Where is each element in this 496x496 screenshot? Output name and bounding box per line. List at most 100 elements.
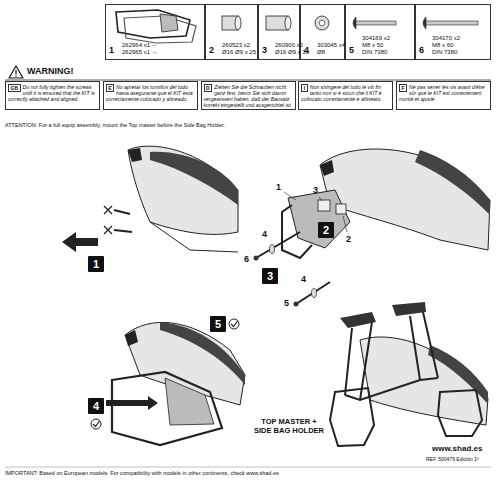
spacer-end	[235, 16, 241, 30]
part-code: 304170 x2	[432, 35, 488, 42]
seat	[150, 152, 238, 205]
step-box: 3	[262, 268, 278, 284]
step-box: 2	[318, 222, 334, 238]
spacer-end	[285, 16, 291, 30]
warning-panel: WARNING! GBDo not fully tighten the screw…	[5, 64, 491, 111]
side-holder-frame	[112, 372, 222, 445]
bolt-head	[294, 302, 299, 307]
reference: REF. 500479 Edición 1ª	[426, 457, 479, 463]
warning-heading: WARNING!	[27, 64, 491, 79]
part-code: DIN 7380	[432, 49, 488, 56]
washer-hole	[319, 20, 325, 26]
language-box: GBDo not fully tighten the screws until …	[5, 81, 100, 110]
part-code: Ø16 Ø9 x 25	[222, 49, 255, 56]
callout-number: 6	[244, 254, 249, 264]
bracket-plate	[160, 14, 178, 32]
language-code: GB	[8, 84, 21, 92]
website: www.shad.es	[432, 444, 482, 453]
leader-line	[343, 216, 347, 232]
important-note: IMPORTANT: Based on European models. For…	[5, 470, 491, 476]
screw	[114, 230, 132, 232]
tail-light	[128, 148, 142, 162]
step-number: 3	[267, 270, 273, 282]
attention-note: ATTENTION: For a full equip assembly, mo…	[5, 122, 491, 128]
leader-line	[319, 197, 322, 201]
part-code: 262964 x1 ←	[122, 42, 202, 49]
part-cell: 2 260523 x2Ø16 Ø9 x 25	[205, 4, 258, 60]
callout-number: 1	[276, 182, 281, 192]
bolt-head	[254, 256, 259, 261]
part-code: 260523 x2	[222, 42, 255, 49]
warning-text: No apretar los tornillos del todo hasta …	[106, 84, 195, 102]
assembly-caption: TOP MASTER + SIDE BAG HOLDER	[252, 418, 326, 435]
screw	[114, 210, 130, 214]
part-code: 304169 x2	[362, 35, 412, 42]
warning-mark	[15, 76, 16, 77]
bolt-head	[353, 17, 356, 29]
step-number: 2	[323, 224, 329, 236]
tail-light	[320, 160, 334, 176]
callout-number: 4	[262, 229, 267, 239]
language-code: D	[204, 84, 213, 92]
part-code: Ø16 Ø9 x 36	[275, 49, 297, 56]
check-mark	[93, 421, 100, 427]
bracket-frame	[124, 16, 196, 43]
warning-mark	[15, 70, 16, 75]
language-box: ENo apretar los tornillos del todo hasta…	[103, 81, 198, 110]
callout-number: 3	[313, 185, 318, 195]
washer	[315, 16, 329, 30]
washer	[270, 245, 275, 254]
bracket-plate	[288, 190, 350, 248]
callout-number: 5	[284, 298, 289, 308]
step-box: 1	[88, 256, 104, 272]
check-mark	[231, 321, 238, 327]
part-cell: 6 304170 x2M8 x 60DIN 7380	[415, 4, 491, 60]
step-box: 4	[88, 398, 104, 414]
remove-mark	[104, 206, 112, 214]
bolt-shank	[426, 21, 478, 25]
warning-text: Ziehen Sie die Schrauben nicht ganz fest…	[204, 84, 293, 108]
language-box: DZiehen Sie die Schrauben nicht ganz fes…	[201, 81, 296, 110]
language-code: I	[301, 84, 307, 92]
tail-light	[125, 330, 138, 346]
leader-line	[284, 192, 296, 200]
tail-body	[360, 337, 488, 425]
part-cell: 4303045 x4Ø8	[300, 4, 345, 60]
part-number: 1	[109, 45, 114, 55]
part-code: 260900 x2	[275, 42, 297, 49]
warning-triangle	[9, 66, 23, 78]
rule	[5, 467, 491, 468]
part-code: M8 x 60	[432, 42, 488, 49]
callout-number: 2	[346, 234, 351, 244]
part-cell: 3260900 x2Ø16 Ø9 x 36	[258, 4, 300, 60]
top-master-rack	[345, 312, 438, 400]
spacer	[336, 204, 346, 214]
side-holder-frame	[438, 390, 482, 436]
step-box: 5	[210, 316, 226, 332]
remove-mark	[104, 226, 112, 234]
part-number: 2	[209, 45, 214, 55]
part-number: 6	[419, 45, 424, 55]
tail-body	[128, 146, 238, 234]
bolt	[296, 282, 330, 304]
callout-number: 4	[301, 274, 306, 284]
warning-text: Do not fully tighten the screws until it…	[8, 84, 97, 102]
subframe	[150, 222, 238, 252]
part-number: 5	[349, 45, 354, 55]
bracket-frame	[116, 10, 190, 38]
part-number: 4	[304, 45, 309, 55]
side-holder-frame	[330, 388, 374, 446]
holder-plate	[165, 378, 214, 425]
bolt-head	[423, 17, 426, 29]
warning-text: Non stringere del tutto le viti fin tant…	[301, 84, 390, 102]
part-code: DIN 7380	[362, 49, 412, 56]
language-code: E	[106, 84, 114, 92]
seat	[415, 150, 490, 215]
step-number: 5	[215, 318, 221, 330]
language-code: F	[399, 84, 407, 92]
part-code: 262965 x1 →	[122, 49, 202, 56]
bolt-shank	[356, 21, 396, 25]
check-mark	[229, 319, 239, 329]
language-box: INon stringere del tutto le viti fin tan…	[298, 81, 393, 110]
